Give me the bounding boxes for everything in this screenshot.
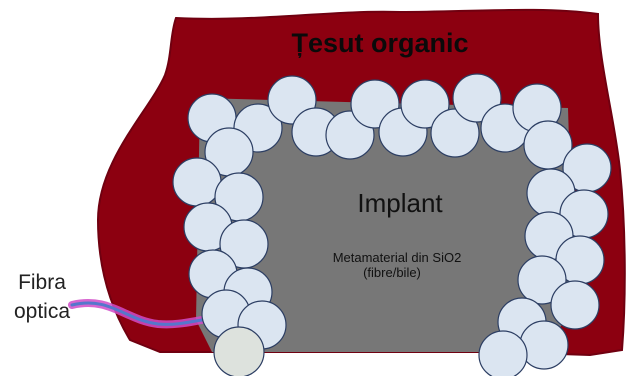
metamaterial-sublabel: (fibre/bile) <box>363 265 421 280</box>
sio2-bead <box>173 158 221 206</box>
metamaterial-label: Metamaterial din SiO2 <box>333 250 462 265</box>
fiber-label-line2: optica <box>14 300 70 323</box>
fiber-label-line1: Fibra <box>18 271 66 294</box>
sio2-bead <box>479 331 527 376</box>
sio2-bead <box>520 321 568 369</box>
implant-label: Implant <box>357 188 443 218</box>
tissue-label: Țesut organic <box>291 28 468 58</box>
sio2-bead <box>551 281 599 329</box>
fiber-end-bead <box>214 327 264 376</box>
